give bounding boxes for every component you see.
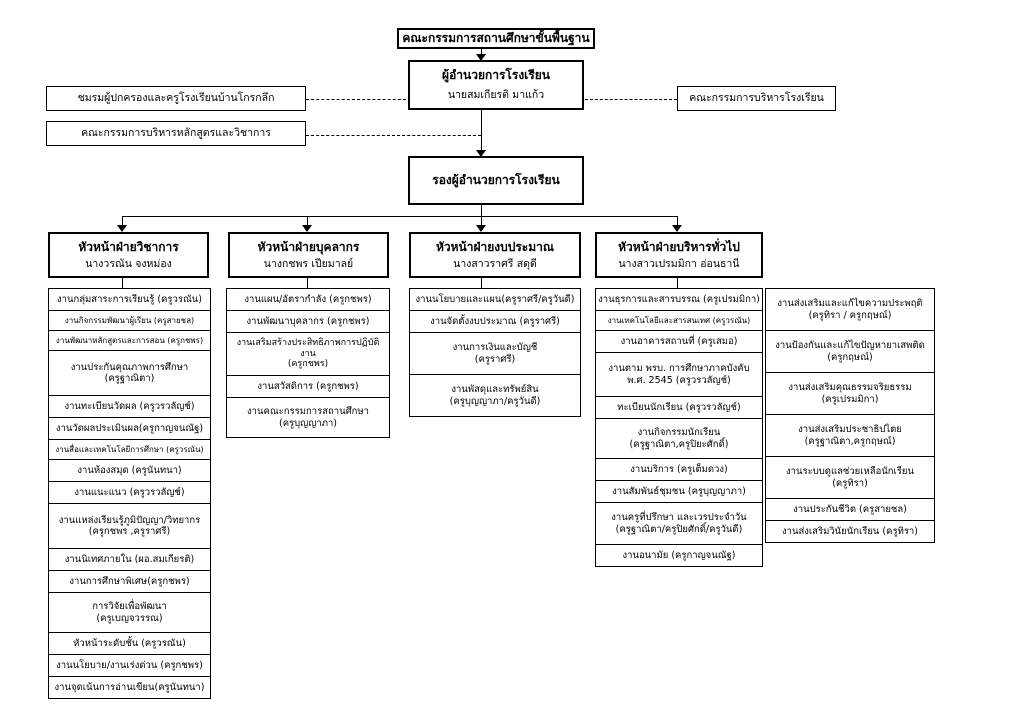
- task-item: งานอาคารสถานที่ (ครูเสมอ): [596, 331, 762, 353]
- arrow-icon: [476, 150, 486, 157]
- curriculum-committee-label: คณะกรรมการบริหารหลักสูตรและวิชาการ: [81, 127, 271, 140]
- task-item: งานสวัสดิการ (ครูกชพร): [227, 376, 389, 398]
- arrow-icon: [476, 225, 486, 232]
- connector-academic-tasks: [122, 278, 123, 288]
- task-item: งานกิจกรรมพัฒนาผู้เรียน (ครูสายชล): [49, 311, 210, 331]
- dept-head-name: นางสาวเปรมมิกา อ่อนธานี: [618, 257, 740, 270]
- connector-personnel-tasks: [307, 278, 308, 288]
- parents-club-box: ชมรมผู้ปกครองและครูโรงเรียนบ้านโกรกลึก: [46, 86, 306, 111]
- dept-title: หัวหน้าฝ่ายบริหารทั่วไป: [618, 239, 740, 254]
- board-box: คณะกรรมการสถานศึกษาขั้นพื้นฐาน: [397, 28, 595, 49]
- task-item: งานระบบดูแลช่วยเหลือนักเรียน (ครูทิรา): [766, 457, 934, 499]
- task-item: งานวัดผลประเมินผล(ครูกาญจนณัฐ): [49, 418, 210, 440]
- academic-task-list: งานกลุ่มสาระการเรียนรู้ (ครูวรณัน) งานกิ…: [48, 288, 211, 699]
- dashed-link-parents: [306, 99, 406, 100]
- general-task-list: งานธุรการและสารบรรณ (ครูเปรมมิกา) งานเทค…: [595, 288, 763, 567]
- task-item: งานทะเบียนวัดผล (ครูวรวลัญช์): [49, 396, 210, 418]
- drop-personnel: [307, 216, 308, 228]
- task-item: งานนโยบายและแผน(ครูราศรี/ครูวันดี): [410, 289, 580, 311]
- task-item: งานจัดตั้งงบประมาณ (ครูราศรี): [410, 311, 580, 333]
- task-item: งานพัฒนาบุคลากร (ครูกชพร): [227, 311, 389, 333]
- task-item: งานจุดเน้นการอ่านเขียน(ครูนันทนา): [49, 677, 210, 699]
- task-item: งานสื่อและเทคโนโลยีการศึกษา (ครูวรณัน): [49, 440, 210, 460]
- dept-head-name: นางสาวราศรี สดุดี: [453, 257, 537, 270]
- drop-general: [677, 216, 678, 228]
- task-item: งานการศึกษาพิเศษ(ครูกชพร): [49, 571, 210, 593]
- board-title: คณะกรรมการสถานศึกษาขั้นพื้นฐาน: [402, 31, 590, 45]
- deputy-box: รองผู้อำนวยการโรงเรียน: [408, 156, 584, 205]
- task-item: งานส่งเสริมคุณธรรมจริยธรรม (ครูเปรมมิกา): [766, 373, 934, 415]
- task-item: งานกลุ่มสาระการเรียนรู้ (ครูวรณัน): [49, 289, 210, 311]
- task-item: งานกิจกรรมนักเรียน (ครูฐาณิตา,ครูปิยะศัก…: [596, 419, 762, 459]
- general-task-list-2: งานส่งเสริมและแก้ไขความประพฤติ (ครูทิรา …: [765, 288, 935, 543]
- task-item: งานส่งเสริมและแก้ไขความประพฤติ (ครูทิรา …: [766, 289, 934, 331]
- task-item: งานประกันคุณภาพการศึกษา (ครูฐาณิตา): [49, 351, 210, 396]
- task-item: งานสัมพันธ์ชุมชน (ครูบุญญาภา): [596, 481, 762, 503]
- connector-budget-tasks: [481, 278, 482, 288]
- task-item: งานบริการ (ครูเต็มดวง): [596, 459, 762, 481]
- drop-academic: [122, 216, 123, 228]
- personnel-task-list: งานแผน/อัตรากำลัง (ครูกชพร) งานพัฒนาบุคล…: [226, 288, 390, 438]
- arrow-icon: [302, 225, 312, 232]
- task-item: งานอนามัย (ครูกาญจนณัฐ): [596, 545, 762, 567]
- task-item: งานนโยบาย/งานเร่งด่วน (ครูกชพร): [49, 655, 210, 677]
- dashed-link-curriculum: [306, 135, 481, 136]
- task-item: งานเทคโนโลยีและสารสนเทศ (ครูวรณัน): [596, 311, 762, 331]
- task-item: หัวหน้าระดับชั้น (ครูวรณัน): [49, 633, 210, 655]
- parents-club-label: ชมรมผู้ปกครองและครูโรงเรียนบ้านโกรกลึก: [77, 92, 275, 105]
- task-item: งานห้องสมุด (ครูนันทนา): [49, 460, 210, 482]
- task-item: งานพัฒนาหลักสูตรและการสอน (ครูกชพร): [49, 331, 210, 351]
- dept-head-personnel: หัวหน้าฝ่ายบุคลากร นางกชพร เปียมาลย์: [228, 232, 389, 278]
- task-item: การวิจัยเพื่อพัฒนา (ครูเบญจวรรณ): [49, 593, 210, 633]
- task-item: งานแหล่งเรียนรู้ภูมิปัญญา/วิทยากร (ครูกช…: [49, 504, 210, 549]
- connector-general-tasks: [677, 278, 678, 288]
- curriculum-committee-box: คณะกรรมการบริหารหลักสูตรและวิชาการ: [46, 121, 306, 146]
- task-item: ทะเบียนนักเรียน (ครูวรวลัญช์): [596, 397, 762, 419]
- dept-title: หัวหน้าฝ่ายบุคลากร: [257, 239, 360, 254]
- dashed-link-admin-committee: [585, 99, 677, 100]
- arrow-icon: [476, 54, 486, 61]
- task-item: งานนิเทศภายใน (ผอ.สมเกียรติ): [49, 549, 210, 571]
- dept-head-academic: หัวหน้าฝ่ายวิชาการ นางวรณัน จงหม่อง: [48, 232, 209, 278]
- department-bus: [122, 216, 678, 217]
- dept-title: หัวหน้าฝ่ายงบประมาณ: [435, 239, 555, 254]
- task-item: งานการเงินและบัญชี (ครูราศรี): [410, 333, 580, 375]
- task-item: งานธุรการและสารบรรณ (ครูเปรมมิกา): [596, 289, 762, 311]
- arrow-icon: [117, 225, 127, 232]
- dept-head-name: นางวรณัน จงหม่อง: [85, 257, 172, 270]
- task-item: งานคณะกรรมการสถานศึกษา (ครูบุญญาภา): [227, 398, 389, 438]
- task-item: งานส่งเสริมประชาธิปไตย (ครูฐาณิตา,ครูกฤษ…: [766, 415, 934, 457]
- budget-task-list: งานนโยบายและแผน(ครูราศรี/ครูวันดี) งานจั…: [409, 288, 581, 417]
- task-item: งานตาม พรบ. การศึกษาภาคบังคับ พ.ศ. 2545 …: [596, 353, 762, 397]
- task-item: งานครูที่ปรึกษา และเวรประจำวัน (ครูฐาณิต…: [596, 503, 762, 545]
- director-name: นายสมเกียรติ มาแก้ว: [447, 89, 545, 102]
- connector-director-deputy: [481, 110, 482, 156]
- task-item: งานป้องกันและแก้ไขปัญหายาเสพติด (ครูกฤษณ…: [766, 331, 934, 373]
- admin-committee-label: คณะกรรมการบริหารโรงเรียน: [689, 92, 824, 105]
- task-item: งานส่งเสริมวินัยนักเรียน (ครูทิรา): [766, 521, 934, 543]
- task-item: งานพัสดุและทรัพย์สิน (ครูบุญญาภา/ครูวันด…: [410, 375, 580, 417]
- dept-head-budget: หัวหน้าฝ่ายงบประมาณ นางสาวราศรี สดุดี: [409, 232, 581, 278]
- director-title: ผู้อำนวยการโรงเรียน: [442, 68, 550, 83]
- task-item: งานแผน/อัตรากำลัง (ครูกชพร): [227, 289, 389, 311]
- admin-committee-box: คณะกรรมการบริหารโรงเรียน: [677, 86, 836, 111]
- dept-head-name: นางกชพร เปียมาลย์: [263, 257, 354, 270]
- dept-head-general: หัวหน้าฝ่ายบริหารทั่วไป นางสาวเปรมมิกา อ…: [595, 232, 763, 278]
- director-box: ผู้อำนวยการโรงเรียน นายสมเกียรติ มาแก้ว: [408, 60, 584, 110]
- task-item: งานแนะแนว (ครูวรวลัญช์): [49, 482, 210, 504]
- arrow-icon: [672, 225, 682, 232]
- connector-deputy-bus: [481, 205, 482, 217]
- drop-budget: [481, 216, 482, 228]
- task-item: งานประกันชีวิต (ครูสายชล): [766, 499, 934, 521]
- task-item: งานเสริมสร้างประสิทธิภาพการปฏิบัติงาน (ค…: [227, 333, 389, 376]
- deputy-title: รองผู้อำนวยการโรงเรียน: [432, 173, 560, 187]
- dept-title: หัวหน้าฝ่ายวิชาการ: [78, 239, 179, 254]
